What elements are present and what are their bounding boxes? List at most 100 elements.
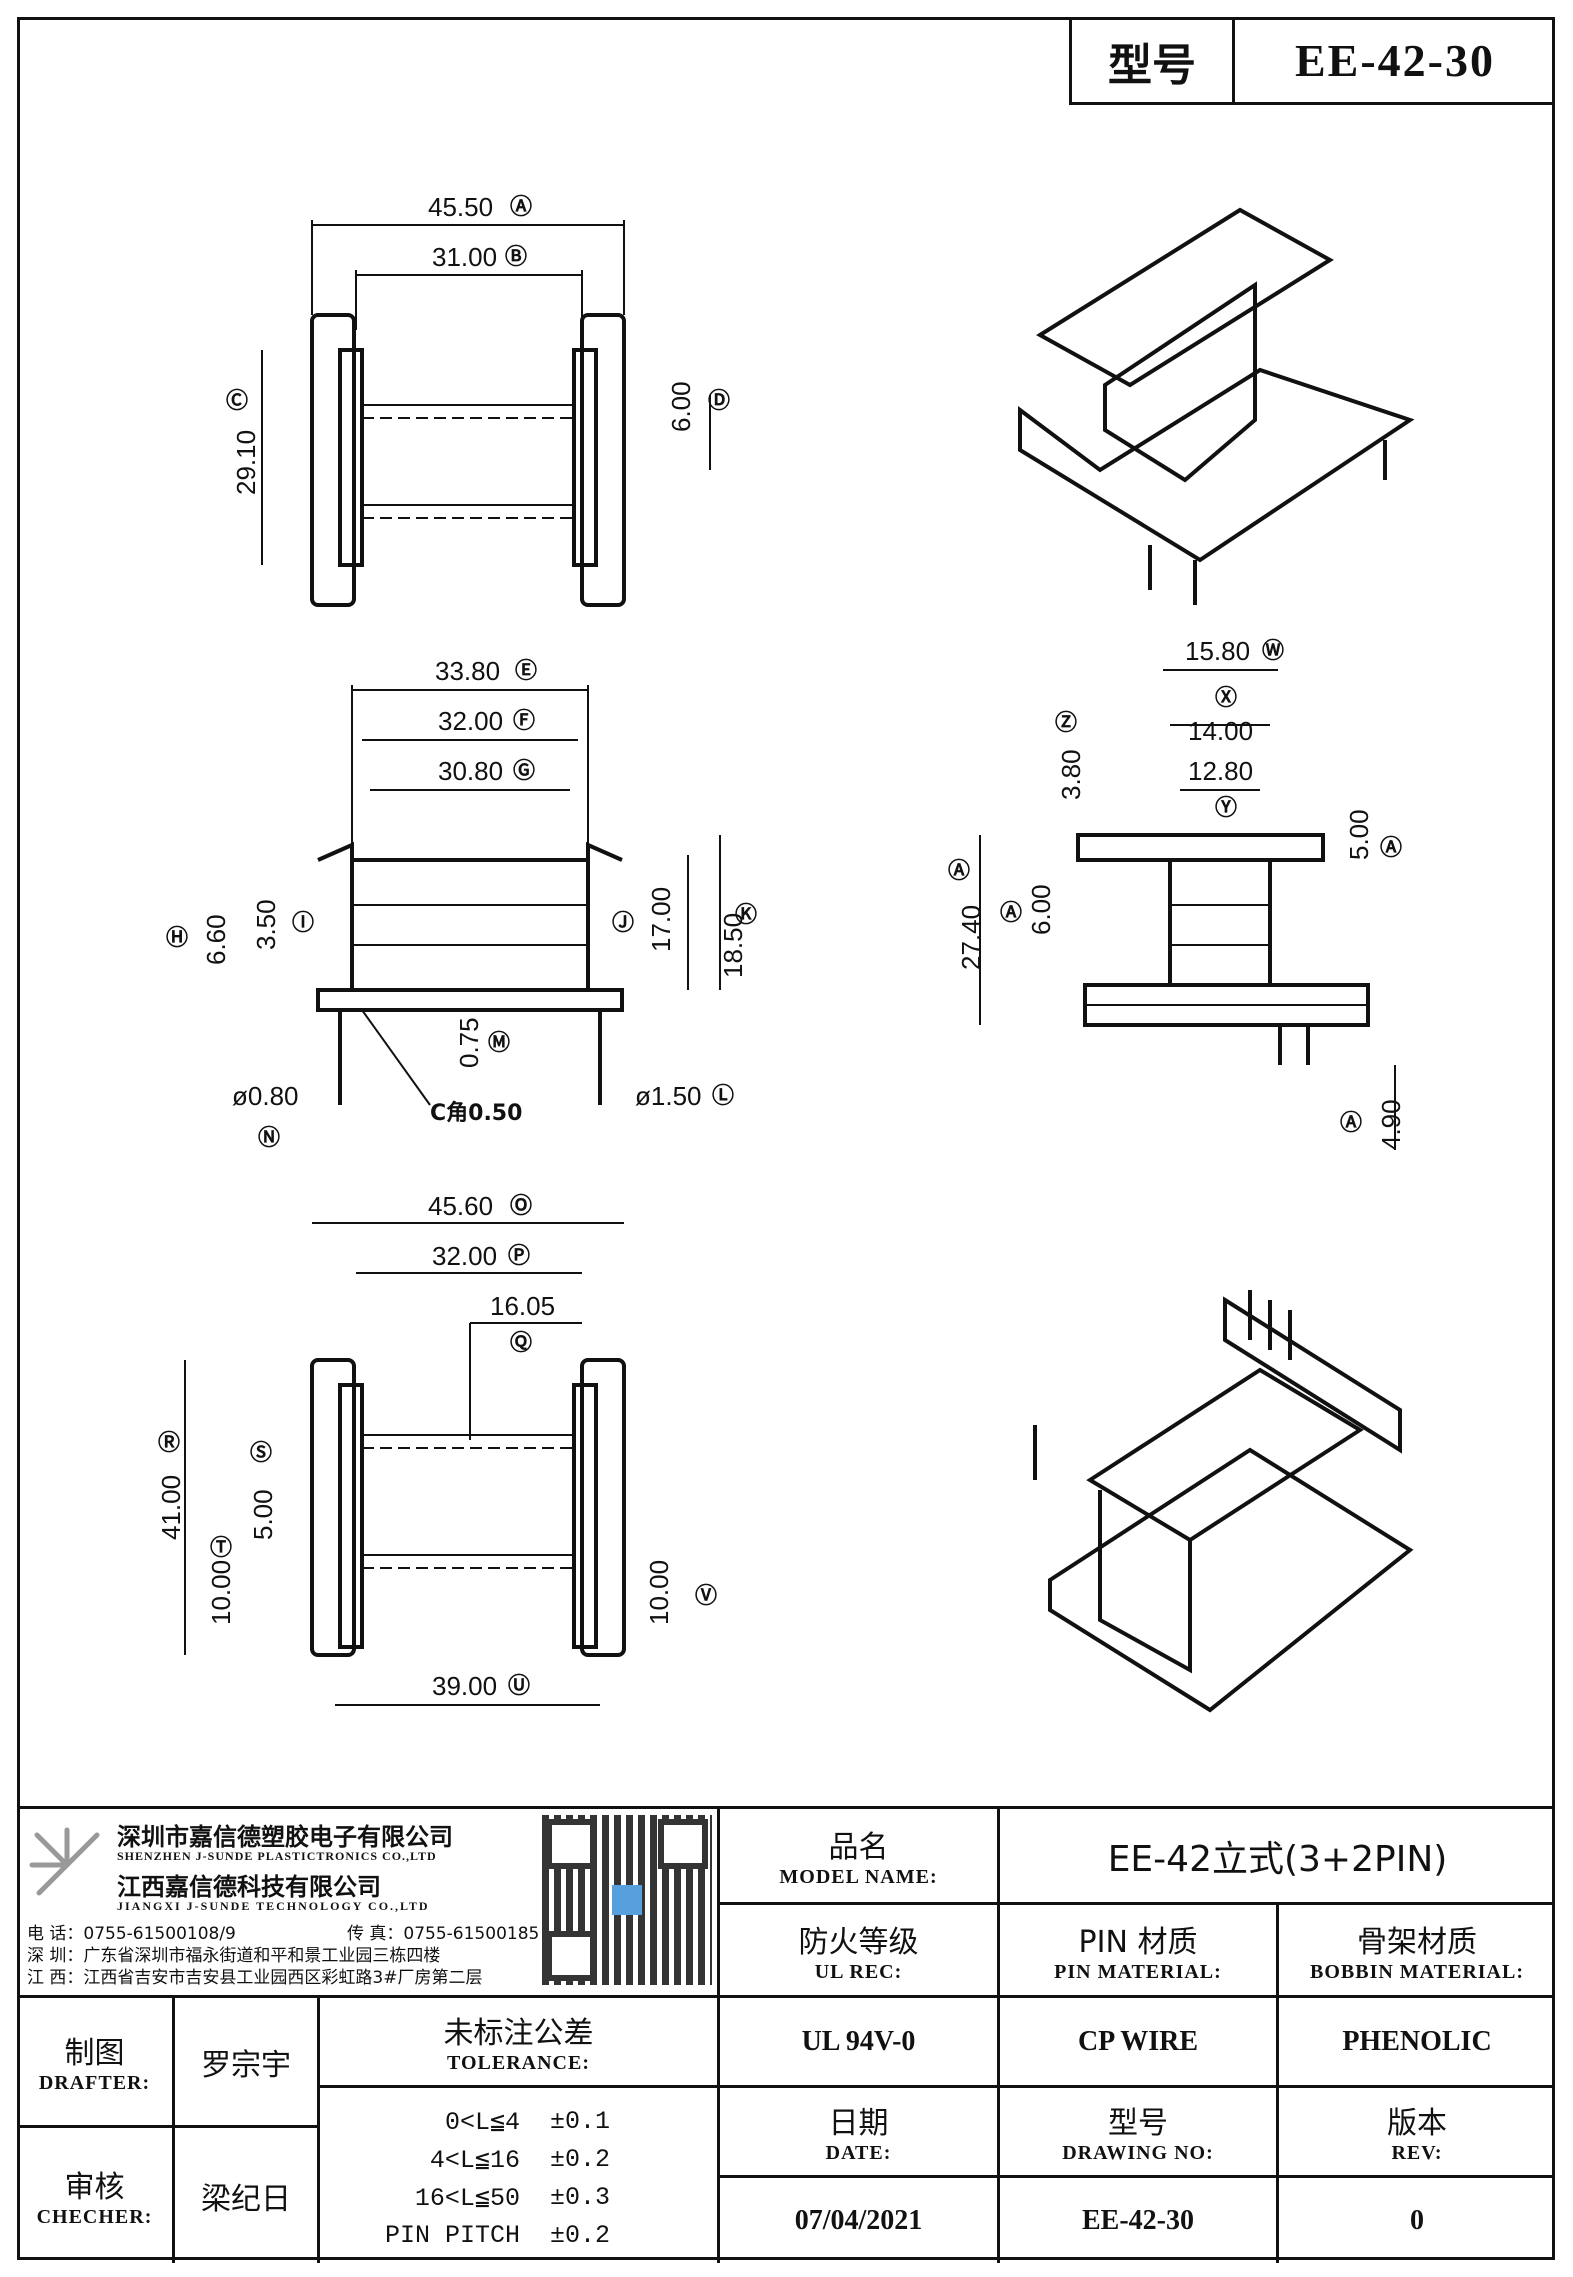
- dim-P: 32.00: [432, 1241, 497, 1271]
- tolerance-value: ±0.1: [550, 2107, 611, 2136]
- dim-Y: 12.80: [1188, 756, 1253, 786]
- tolerance-row: 4<L≦16±0.2: [320, 2141, 717, 2179]
- svg-text:Ⓙ: Ⓙ: [612, 910, 634, 936]
- company-name-sz: 深圳市嘉信德塑胶电子有限公司: [117, 1823, 453, 1851]
- dim-Q: 16.05: [490, 1291, 555, 1321]
- dim-C: 29.10: [231, 430, 261, 495]
- tolerance-range: 16<L≦50: [414, 2184, 520, 2213]
- svg-text:Ⓢ: Ⓢ: [250, 1440, 272, 1466]
- svg-text:Ⓛ: Ⓛ: [712, 1083, 734, 1109]
- isometric-view-bottom: [1033, 1290, 1414, 1713]
- dim-A3: 5.00: [1344, 809, 1374, 860]
- company-addr-jx: 江 西：江西省吉安市吉安县工业园西区彩虹路3#厂房第二层: [27, 1968, 483, 1988]
- dim-A4: 4.90: [1376, 1099, 1406, 1150]
- dim-A: 45.50: [428, 192, 493, 222]
- drafter-name: 罗宗宇: [172, 1995, 317, 2125]
- checker-label: 审核 CHECHER:: [17, 2125, 172, 2263]
- svg-text:Ⓒ: Ⓒ: [226, 388, 248, 414]
- rev-label: 版本 REV:: [1276, 2085, 1555, 2175]
- tolerance-value: ±0.3: [550, 2183, 611, 2212]
- isometric-view-top: [1018, 207, 1415, 605]
- svg-text:Ⓤ: Ⓤ: [508, 1673, 530, 1699]
- top-view: 45.50 Ⓐ 31.00 Ⓑ 29.10 Ⓒ 6.00 Ⓓ: [226, 192, 730, 607]
- tolerance-row: 16<L≦50 ±0.3: [320, 2179, 717, 2217]
- ul-label: 防火等级 UL REC:: [717, 1902, 997, 1995]
- front-view: 33.80 Ⓔ 32.00 Ⓕ 30.80 Ⓖ 6.60 Ⓗ 3.50 Ⓘ 17…: [166, 656, 757, 1151]
- company-name-jx-en: JIANGXI J-SUNDE TECHNOLOGY CO.,LTD: [117, 1899, 430, 1913]
- svg-text:Ⓖ: Ⓖ: [513, 758, 535, 784]
- svg-text:Ⓨ: Ⓨ: [1215, 795, 1237, 821]
- date-value: 07/04/2021: [717, 2175, 997, 2263]
- svg-text:Ⓡ: Ⓡ: [158, 1430, 180, 1456]
- tolerance-range: 4<L≦16: [429, 2146, 520, 2175]
- technical-drawing: 45.50 Ⓐ 31.00 Ⓑ 29.10 Ⓒ 6.00 Ⓓ 33.80 Ⓔ 3…: [156, 192, 1415, 1713]
- dim-X: 14.00: [1188, 716, 1253, 746]
- bobbin-material-value: PHENOLIC: [1276, 1995, 1555, 2085]
- dim-O: 45.60: [428, 1191, 493, 1221]
- company-fax: 传 真：0755-61500185: [347, 1924, 540, 1944]
- qr-code: [542, 1815, 712, 1985]
- dim-T: 10.00: [206, 1560, 236, 1625]
- svg-text:Ⓠ: Ⓠ: [510, 1330, 532, 1356]
- tolerance-label: 未标注公差 TOLERANCE:: [317, 1995, 717, 2085]
- svg-text:Ⓐ: Ⓐ: [1380, 835, 1402, 861]
- company-tel: 电 话：0755-61500108/9: [27, 1924, 236, 1944]
- model-header-value: EE-42-30: [1295, 35, 1495, 86]
- dim-F: 32.00: [438, 706, 503, 736]
- dim-D: 6.00: [666, 381, 696, 432]
- svg-text:Ⓦ: Ⓦ: [1262, 638, 1284, 664]
- date-label: 日期 DATE:: [717, 2085, 997, 2175]
- ul-value: UL 94V-0: [717, 1995, 997, 2085]
- pin-material-value: CP WIRE: [997, 1995, 1276, 2085]
- svg-text:Ⓐ: Ⓐ: [510, 194, 532, 220]
- chamfer-note: C角0.50: [430, 1100, 522, 1126]
- dim-A1: 27.40: [956, 905, 986, 970]
- dim-B: 31.00: [432, 242, 497, 272]
- tolerance-row: 0<L≦4 ±0.1: [320, 2103, 717, 2141]
- svg-text:Ⓐ: Ⓐ: [948, 858, 970, 884]
- svg-text:Ⓚ: Ⓚ: [735, 902, 757, 928]
- svg-text:Ⓐ: Ⓐ: [1000, 900, 1022, 926]
- svg-text:Ⓓ: Ⓓ: [708, 388, 730, 414]
- drafter-label: 制图 DRAFTER:: [17, 1995, 172, 2125]
- bobbin-material-label: 骨架材质 BOBBIN MATERIAL:: [1276, 1902, 1555, 1995]
- model-header-label: 型号: [1072, 19, 1235, 102]
- dim-I: 3.50: [251, 899, 281, 950]
- dim-Z: 3.80: [1056, 749, 1086, 800]
- model-header: 型号 EE-42-30: [1069, 19, 1555, 105]
- dim-G: 30.80: [438, 756, 503, 786]
- svg-text:Ⓜ: Ⓜ: [488, 1030, 510, 1056]
- svg-text:Ⓑ: Ⓑ: [505, 244, 527, 270]
- dim-R: 41.00: [156, 1475, 186, 1540]
- drawing-frame: [17, 17, 1555, 2260]
- checker-name: 梁纪日: [172, 2125, 317, 2263]
- pin-material-label: PIN 材质 PIN MATERIAL:: [997, 1902, 1276, 1995]
- dim-M: 0.75: [454, 1017, 484, 1068]
- svg-text:Ⓞ: Ⓞ: [510, 1193, 532, 1219]
- svg-text:Ⓧ: Ⓧ: [1215, 685, 1237, 711]
- svg-text:Ⓕ: Ⓕ: [513, 708, 535, 734]
- svg-text:Ⓗ: Ⓗ: [166, 925, 188, 951]
- svg-text:Ⓟ: Ⓟ: [508, 1243, 530, 1269]
- svg-text:Ⓥ: Ⓥ: [695, 1583, 717, 1609]
- company-name-sz-en: SHENZHEN J-SUNDE PLASTICTRONICS CO.,LTD: [117, 1849, 437, 1863]
- dim-U: 39.00: [432, 1671, 497, 1701]
- title-block: 深圳市嘉信德塑胶电子有限公司 SHENZHEN J-SUNDE PLASTICT…: [17, 1806, 1555, 2263]
- model-name-label: 品名 MODEL NAME:: [717, 1809, 997, 1902]
- dim-S: 5.00: [248, 1489, 278, 1540]
- dim-J: 17.00: [646, 887, 676, 952]
- company-info: 深圳市嘉信德塑胶电子有限公司 SHENZHEN J-SUNDE PLASTICT…: [17, 1809, 717, 1995]
- svg-text:Ⓐ: Ⓐ: [1340, 1110, 1362, 1136]
- svg-text:Ⓣ: Ⓣ: [210, 1535, 232, 1561]
- drawing-no-value: EE-42-30: [997, 2175, 1276, 2263]
- dim-V: 10.00: [644, 1560, 674, 1625]
- dim-L: ø1.50: [635, 1081, 702, 1111]
- tolerance-range: PIN PITCH: [384, 2221, 520, 2250]
- rev-value: 0: [1276, 2175, 1555, 2263]
- dim-W: 15.80: [1185, 636, 1250, 666]
- side-view: 15.80 Ⓦ Ⓧ 14.00 12.80 Ⓨ Ⓩ 3.80 Ⓐ 27.40 Ⓐ…: [948, 636, 1406, 1150]
- tolerance-range: 0<L≦4: [444, 2108, 520, 2137]
- svg-text:Ⓝ: Ⓝ: [258, 1125, 280, 1151]
- dim-E: 33.80: [435, 656, 500, 686]
